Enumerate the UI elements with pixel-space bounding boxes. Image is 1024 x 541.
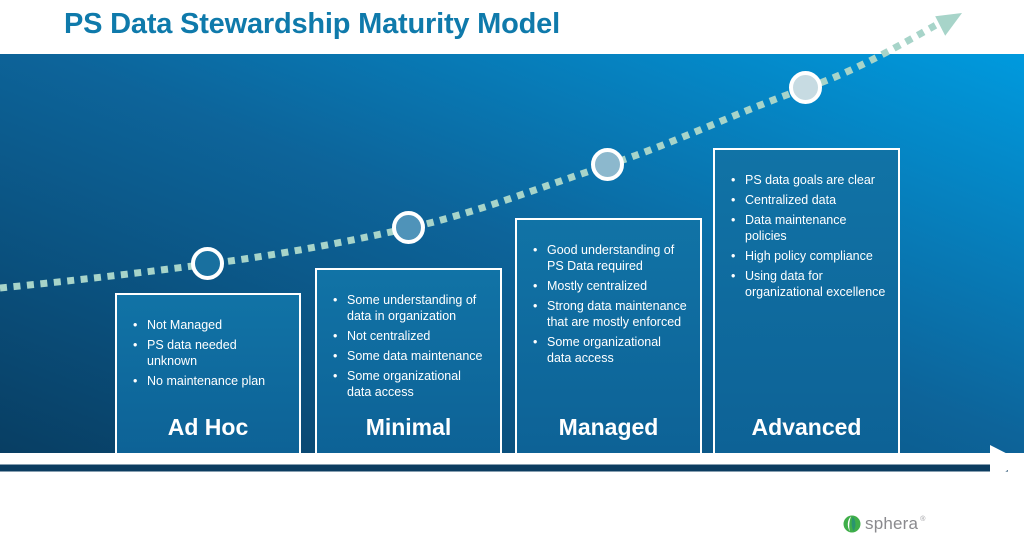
sphera-logo: sphera ® (843, 514, 927, 534)
bullet-item: PS data goals are clear (731, 172, 886, 188)
bullet-item: High policy compliance (731, 248, 886, 264)
stage-label-ad-hoc: Ad Hoc (167, 414, 249, 440)
bullet-item: Data maintenance policies (731, 212, 886, 244)
stage-label-advanced: Advanced (751, 414, 862, 440)
sphera-logo-text: sphera (865, 514, 919, 533)
stage-bullet-list: Not Managed PS data needed unknown No main… (117, 295, 299, 389)
bullet-item: Some organizational data access (333, 368, 488, 400)
trend-arrowhead-icon (935, 13, 962, 36)
stage-bullet-list: Good understanding of PS Data requiredMo… (517, 220, 700, 366)
bullet-item: Strong data maintenance that are mostly … (533, 298, 688, 330)
bullet-item: Good understanding of PS Data required (533, 242, 688, 274)
stage-bullet-list: PS data goals are clearCentralized dataD… (715, 150, 898, 300)
milestone-dot-managed (591, 148, 624, 181)
bullet-item: Centralized data (731, 192, 886, 208)
registered-mark: ® (920, 515, 926, 523)
bullet-item: Not centralized (333, 328, 488, 344)
page-title: PS Data Stewardship Maturity Model (64, 8, 560, 40)
stage-box-minimal: Some understanding of data in organizati… (315, 268, 502, 456)
bullet-item: No maintenance plan (133, 373, 287, 389)
baseline-dark-bar (0, 464, 1008, 472)
stage-box-managed: Good understanding of PS Data requiredMo… (515, 218, 702, 456)
stage-label-minimal: Minimal (365, 414, 452, 440)
bullet-item: PS data needed unknown (133, 337, 287, 369)
sphera-logo-icon (843, 515, 861, 533)
stage-label-managed: Managed (558, 414, 659, 440)
bullet-item: Not Managed (133, 317, 287, 333)
milestone-dot-minimal (392, 211, 425, 244)
milestone-dot-advanced (789, 71, 822, 104)
stage-box-ad-hoc: Not Managed PS data needed unknown No main… (115, 293, 301, 456)
bullet-item: Some understanding of data in organizati… (333, 292, 488, 324)
bullet-item: Some data maintenance (333, 348, 488, 364)
stage-bullet-list: Some understanding of data in organizati… (317, 270, 500, 400)
bullet-item: Mostly centralized (533, 278, 688, 294)
bullet-item: Using data for organizational excellence (731, 268, 886, 300)
bullet-item: Some organizational data access (533, 334, 688, 366)
milestone-dot-ad-hoc (191, 247, 224, 280)
stage-box-advanced: PS data goals are clearCentralized dataD… (713, 148, 900, 456)
